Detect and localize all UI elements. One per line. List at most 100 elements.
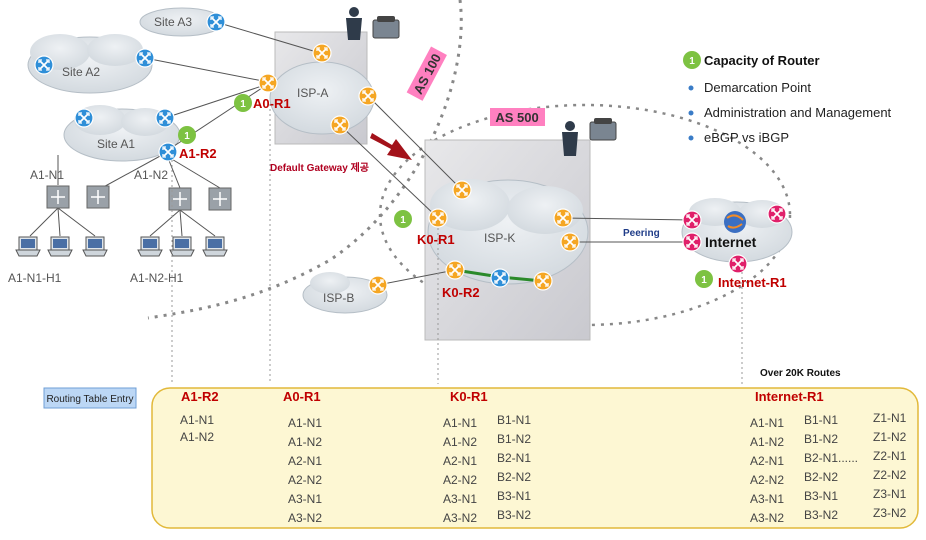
peering-note: Peering	[623, 228, 660, 239]
computer-icon	[15, 236, 41, 257]
phone-icon	[589, 118, 617, 141]
capacity-badge: 1	[394, 210, 412, 228]
capacity-badge: 1	[178, 126, 196, 144]
isp-b-cloud	[302, 272, 388, 314]
route-entry: A2-N1	[750, 454, 784, 468]
router-icon	[155, 108, 175, 128]
router-icon	[767, 204, 787, 224]
svg-text:1: 1	[400, 215, 406, 226]
site-a2-label: Site A2	[62, 65, 100, 79]
route-entry: A3-N2	[443, 511, 477, 525]
route-entry: B3-N1	[804, 489, 838, 503]
isp-k-cloud	[427, 179, 589, 285]
route-entry: A1-N2	[180, 430, 214, 444]
svg-text:AS 500: AS 500	[495, 110, 538, 125]
router-icon	[533, 271, 553, 291]
route-entry: A3-N1	[750, 492, 784, 506]
router-a1r2-label: A1-R2	[179, 146, 217, 161]
guide-lines	[171, 104, 743, 384]
legend-item: Administration and Management	[704, 105, 892, 120]
router-icon	[135, 48, 155, 68]
route-entry: A1-N2	[443, 435, 477, 449]
as100-boundary	[147, 0, 463, 320]
host-links	[29, 154, 221, 237]
route-entry: B3-N2	[497, 508, 531, 522]
route-entry: B3-N1	[497, 489, 531, 503]
host-a1n2-label: A1-N2	[134, 168, 168, 182]
route-entry: A1-N1	[288, 416, 322, 430]
route-entry: A1-N1	[180, 413, 214, 427]
route-entry: Z3-N1	[873, 487, 907, 501]
legend-badge	[683, 51, 701, 69]
arrow-icon	[370, 133, 412, 160]
capacity-badge: 1	[234, 94, 252, 112]
route-entry: Z2-N1	[873, 449, 907, 463]
router-icon	[34, 55, 54, 75]
over-20k-note: Over 20K Routes	[760, 368, 841, 379]
route-entry: Z1-N2	[873, 430, 907, 444]
internet-label: Internet	[705, 234, 757, 250]
route-entry: A3-N1	[288, 492, 322, 506]
router-icon	[452, 180, 472, 200]
site-a3-label: Site A3	[154, 15, 192, 29]
isp-a-label: ISP-A	[297, 86, 328, 100]
capacity-badge: 1	[695, 270, 713, 288]
router-icon	[206, 12, 226, 32]
route-entry: A2-N2	[750, 473, 784, 487]
router-icon	[358, 86, 378, 106]
route-entry: B2-N1......	[804, 451, 858, 465]
router-icon	[258, 73, 278, 93]
host-a1n1-label: A1-N1	[30, 168, 64, 182]
router-icon	[553, 208, 573, 228]
route-entry: A3-N2	[288, 511, 322, 525]
route-entry: A1-N1	[750, 416, 784, 430]
router-icon	[312, 43, 332, 63]
route-entry: A1-N2	[288, 435, 322, 449]
routers	[34, 12, 787, 406]
as100-tag: AS 100	[406, 46, 447, 101]
route-entry: B1-N1	[804, 413, 838, 427]
router-icon	[682, 210, 702, 230]
route-entry: Z3-N2	[873, 506, 907, 520]
switch-a1n2	[168, 187, 192, 211]
routing-table-label: Routing Table Entry	[46, 394, 133, 405]
rt-a1r2-title: A1-R2	[181, 389, 219, 404]
route-entry: B3-N2	[804, 508, 838, 522]
route-entry: B1-N2	[804, 432, 838, 446]
router-icon	[728, 254, 748, 274]
rt-k0r1-title: K0-R1	[450, 389, 488, 404]
routing-table-label-box	[43, 387, 137, 409]
route-entry: A3-N1	[443, 492, 477, 506]
router-a0r1-label: A0-R1	[253, 96, 291, 111]
switch-a1n1-b	[86, 185, 110, 209]
route-entry: A1-N2	[750, 435, 784, 449]
badges: 1 1 1 1	[178, 94, 713, 288]
phone-icon	[372, 16, 400, 39]
site-a1-label: Site A1	[97, 137, 135, 151]
computer-icon	[169, 236, 195, 257]
switch-a1n2-b	[208, 187, 232, 211]
rt-a0r1-title: A0-R1	[283, 389, 321, 404]
svg-text:1: 1	[184, 131, 190, 142]
router-icon	[428, 208, 448, 228]
route-entry: A2-N1	[443, 454, 477, 468]
legend: 1 Capacity of Router Demarcation Point A…	[683, 51, 892, 145]
router-icon	[490, 268, 510, 288]
default-gateway-note: Default Gateway 제공	[270, 161, 369, 174]
route-entry: Z2-N2	[873, 468, 907, 482]
route-entry: B1-N1	[497, 413, 531, 427]
computer-icon	[82, 236, 108, 257]
router-icon	[74, 108, 94, 128]
rt-internet-title: Internet-R1	[755, 389, 824, 404]
router-icon	[560, 232, 580, 252]
route-entry: A2-N1	[288, 454, 322, 468]
person-icon	[562, 121, 578, 156]
host-a1n1h1-label: A1-N1-H1	[8, 271, 62, 285]
svg-text:1: 1	[689, 56, 695, 67]
router-icon	[368, 275, 388, 295]
router-icon	[445, 260, 465, 280]
router-k0r2-label: K0-R2	[442, 285, 480, 300]
routing-table-panel	[151, 387, 919, 529]
